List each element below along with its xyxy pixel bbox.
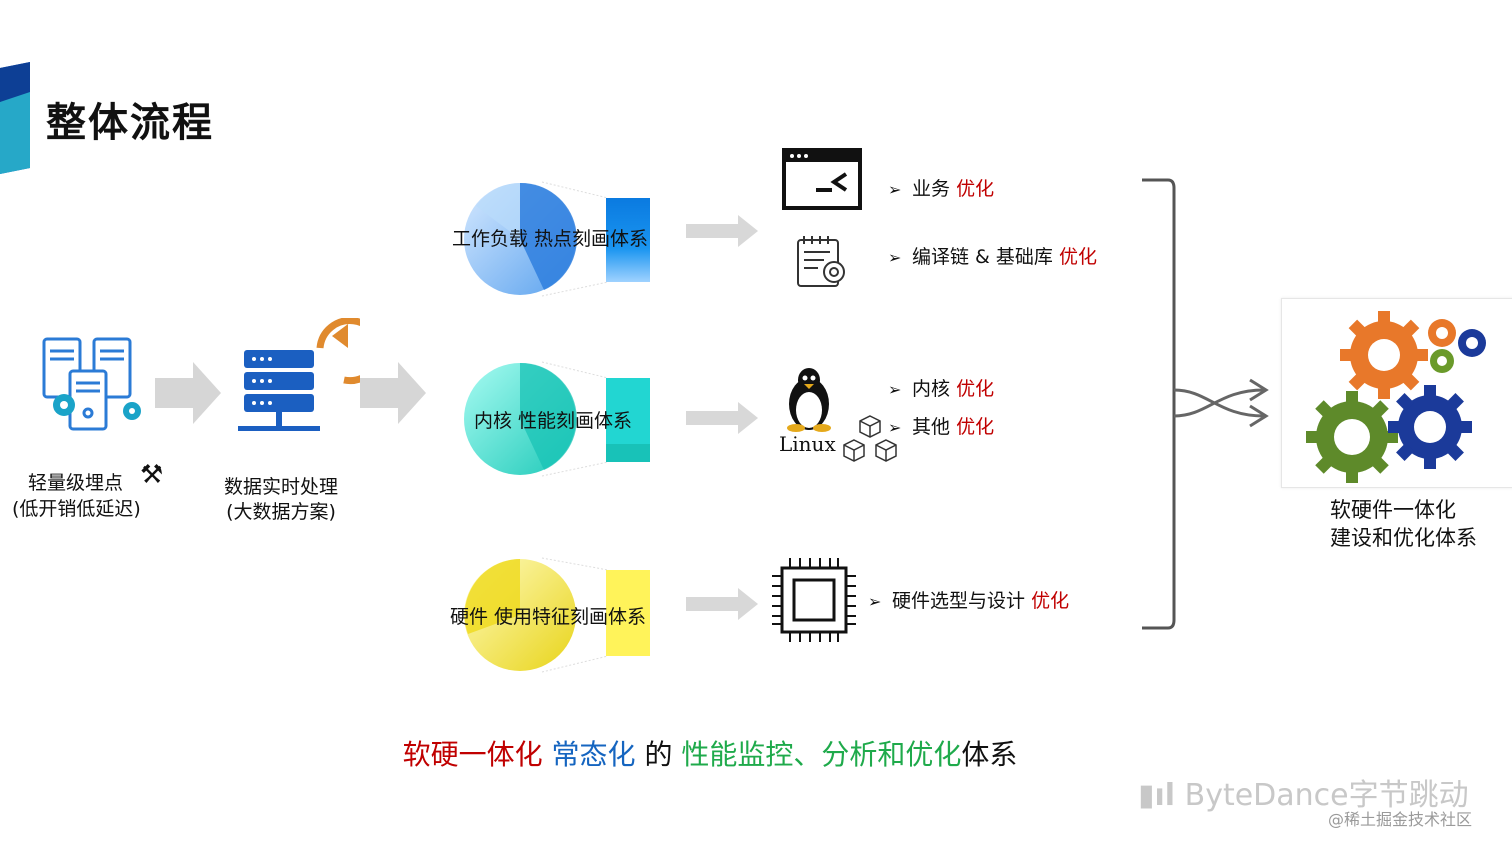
juejin-watermark: @稀土掘金技术社区: [1328, 810, 1473, 829]
opt-kernel: ➢内核 优化: [888, 378, 995, 400]
bytedance-logo-icon: ▮ıl: [1138, 778, 1176, 813]
caption-part1: 软硬一体化: [402, 738, 543, 771]
title-accent: [0, 62, 30, 174]
server-gear-icon: [42, 337, 141, 431]
hammer-pick-icon: ⚒: [140, 460, 164, 490]
profile-arrow-3: [686, 588, 758, 620]
hardware-profile-label: 硬件 使用特征刻画体系: [450, 606, 647, 628]
result-label-1: 软硬件一体化: [1330, 498, 1456, 522]
workload-profile-label: 工作负载 热点刻画体系: [452, 228, 649, 250]
opt-business: ➢业务 优化: [888, 178, 995, 200]
caption-part3: 的: [644, 738, 673, 771]
kernel-pie-chart: [464, 361, 650, 477]
step2-label: 数据实时处理: [223, 476, 338, 498]
page-title: 整体流程: [46, 100, 214, 146]
bullet-arrow-icon: ➢: [868, 592, 882, 611]
kernel-profile-label: 内核 性能刻画体系: [474, 410, 633, 432]
merge-bracket: [1142, 178, 1269, 630]
document-gear-icon: [797, 236, 845, 287]
caption-part4: 性能监控、分析和优化: [681, 738, 962, 771]
result-label-2: 建设和优化体系: [1330, 526, 1477, 550]
bullet-arrow-icon: ➢: [888, 418, 902, 437]
opt-hardware: ➢硬件选型与设计 优化: [868, 590, 1070, 612]
bullet-arrow-icon: ➢: [888, 180, 902, 199]
bytedance-watermark: ▮ıl ByteDance字节跳动: [1138, 778, 1469, 813]
opt-other: ➢其他 优化: [888, 416, 995, 438]
linux-label: Linux: [779, 432, 836, 456]
gears-panel: [1281, 298, 1512, 488]
bullet-arrow-icon: ➢: [888, 248, 902, 267]
opt-compiler: ➢编译链 & 基础库 优化: [888, 246, 1097, 268]
caption-part5: 体系: [961, 738, 1018, 771]
step2-sublabel: (大数据方案): [226, 501, 336, 523]
gears-icon: [1306, 311, 1486, 483]
workload-pie-chart: [464, 181, 650, 297]
cubes-icon: [843, 415, 897, 462]
step1-label: 轻量级埋点: [28, 472, 124, 494]
flow-arrow-1: [155, 362, 221, 424]
step1-sublabel: (低开销低延迟): [12, 498, 141, 520]
hardware-pie-chart: [464, 557, 650, 673]
server-sync-icon: [238, 318, 360, 431]
linux-penguin-icon: [787, 368, 831, 432]
profile-arrow-2: [686, 402, 758, 434]
bullet-arrow-icon: ➢: [888, 380, 902, 399]
flow-arrow-2: [360, 362, 426, 424]
profile-arrow-1: [686, 215, 758, 247]
caption-part2: 常态化: [551, 738, 636, 771]
terminal-window-icon: [782, 148, 862, 210]
caption: 软硬一体化 常态化 的 性能监控、分析和优化体系: [0, 733, 1420, 773]
cpu-chip-icon: [772, 558, 856, 642]
